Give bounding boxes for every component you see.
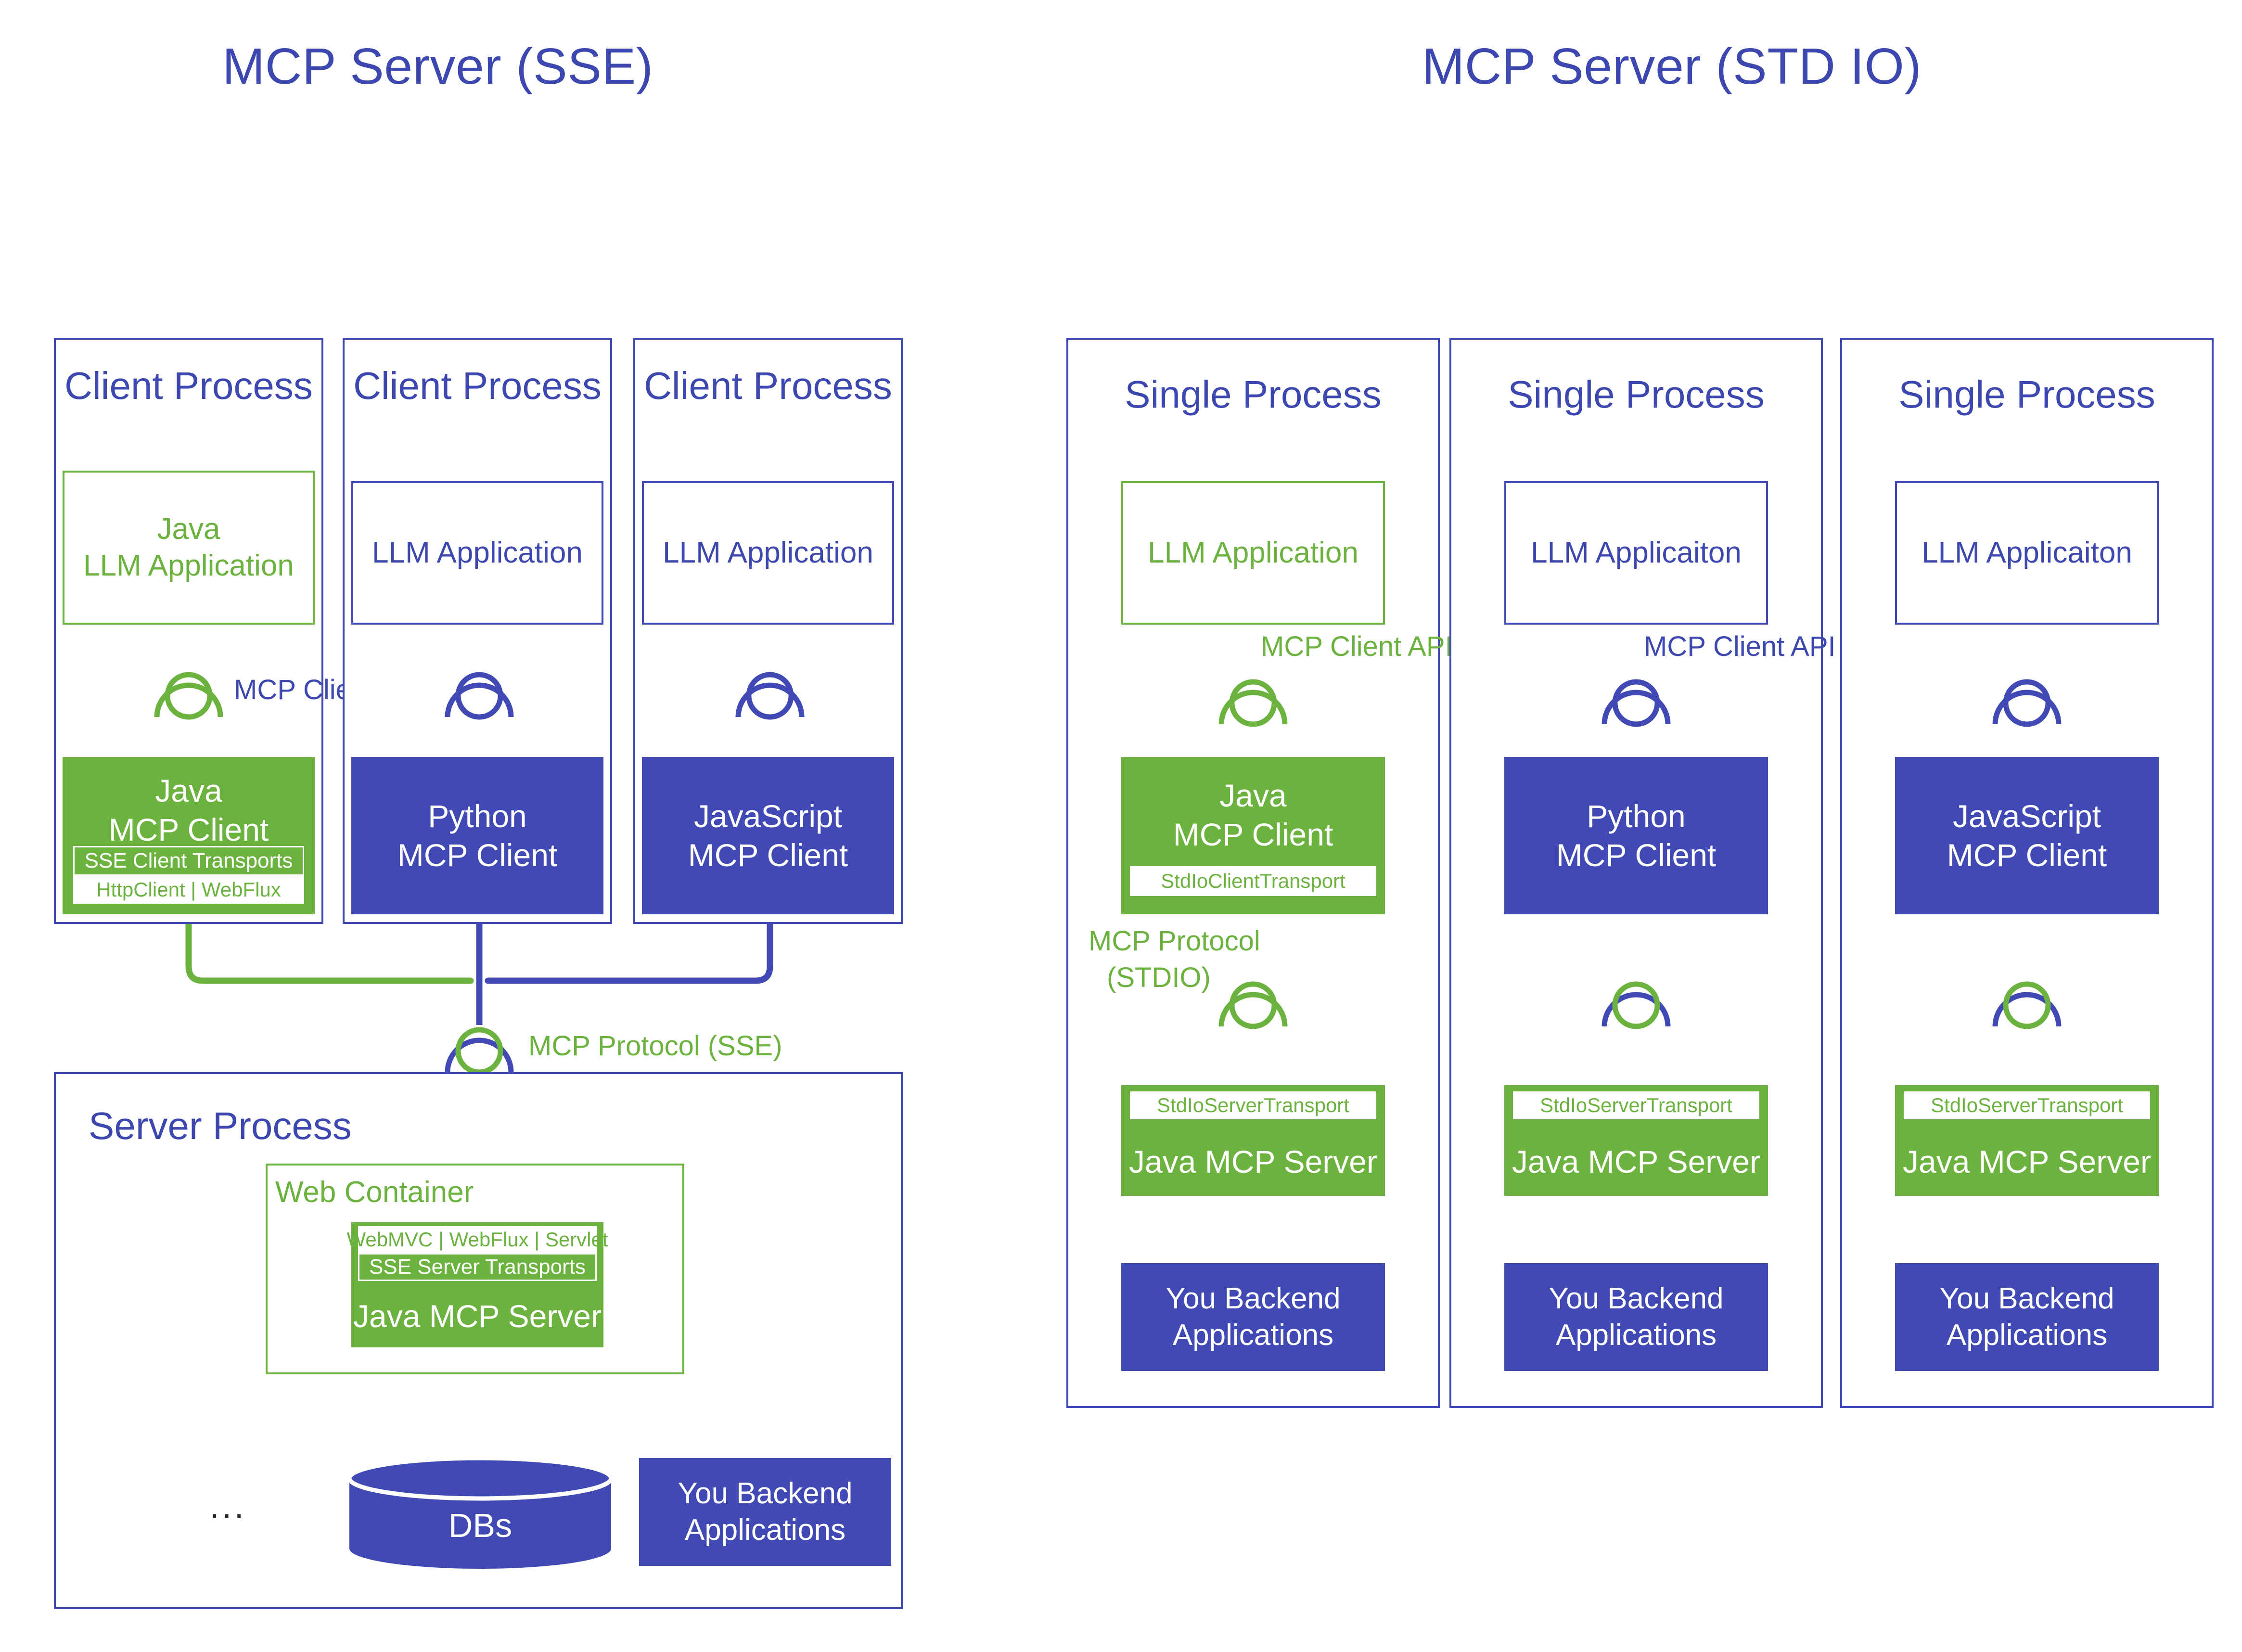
app-line-2: LLM Application: [83, 549, 294, 582]
client-line-1: JavaScript: [1952, 798, 2101, 834]
stdio-you-backend-applications-2[interactable]: You Backend Applications: [1504, 1263, 1768, 1371]
stdio-server-transport-strip[interactable]: StdIoServerTransport: [1904, 1091, 2150, 1119]
stdio-you-backend-applications-3[interactable]: You Backend Applications: [1895, 1263, 2159, 1371]
backend-line-1: You Backend: [1166, 1282, 1341, 1316]
mcp-client-api-connector-icon: [1598, 671, 1675, 733]
sse-javascript-mcp-client[interactable]: JavaScript MCP Client: [642, 757, 894, 914]
sse-llm-application-3[interactable]: LLM Application: [642, 481, 894, 625]
backend-line-2: Applications: [1555, 1319, 1717, 1352]
client-line-2: MCP Client: [397, 837, 558, 873]
sse-python-mcp-client[interactable]: Python MCP Client: [351, 757, 603, 914]
client-line-1: Java: [1219, 778, 1287, 813]
client-line-2: MCP Client: [108, 811, 269, 847]
mcp-protocol-sse-label: MCP Protocol (SSE): [528, 1030, 782, 1062]
mcp-client-api-connector-icon: [1988, 671, 2065, 733]
server-title: Java MCP Server: [1512, 1144, 1760, 1180]
process-label: Client Process: [353, 364, 602, 407]
sse-server-web-stack-strip[interactable]: WebMVC | WebFlux | Servlet: [346, 1226, 608, 1253]
db-label: DBs: [448, 1507, 512, 1544]
strip-text: HttpClient | WebFlux: [96, 878, 281, 901]
panel-title-stdio: MCP Server (STD IO): [1422, 38, 1922, 95]
backend-line-1: You Backend: [1939, 1282, 2114, 1316]
sse-you-backend-applications[interactable]: You Backend Applications: [639, 1458, 891, 1566]
mcp-protocol-stdio-connector-icon: [1988, 973, 2065, 1035]
strip-text: WebMVC | WebFlux | Servlet: [346, 1228, 608, 1251]
backend-line-2: Applications: [684, 1513, 846, 1547]
process-label: Client Process: [644, 364, 892, 407]
backend-line-2: Applications: [1172, 1319, 1334, 1352]
server-process-label: Server Process: [89, 1104, 352, 1147]
server-title: Java MCP Server: [1129, 1144, 1377, 1180]
client-line-1: Python: [428, 798, 527, 834]
mcp-client-api-connector-icon: [150, 664, 227, 726]
backend-line-1: You Backend: [678, 1477, 853, 1511]
stdio-client-transport-strip[interactable]: StdIoClientTransport: [1130, 866, 1376, 896]
stdio-you-backend-applications-1[interactable]: You Backend Applications: [1121, 1263, 1385, 1371]
client-line-2: MCP Client: [688, 837, 848, 873]
strip-text: StdIoServerTransport: [1931, 1094, 2123, 1116]
client-line-2: MCP Client: [1556, 837, 1717, 873]
mcp-client-api-connector-icon: [1215, 671, 1292, 733]
mcp-client-api-label: MCP Client API: [1261, 631, 1453, 662]
mcp-client-api-connector-icon: [731, 664, 808, 726]
app-line-1: LLM Application: [1148, 536, 1358, 570]
stdio-python-mcp-client[interactable]: Python MCP Client: [1504, 757, 1768, 914]
strip-text: StdIoServerTransport: [1157, 1094, 1349, 1116]
app-line-1: Java: [157, 512, 220, 546]
backend-line-1: You Backend: [1549, 1282, 1724, 1316]
database-cylinder-icon[interactable]: DBs: [346, 1456, 615, 1569]
strip-text: SSE Server Transports: [369, 1255, 586, 1279]
sse-llm-application-2[interactable]: LLM Application: [351, 481, 603, 625]
strip-text: StdIoClientTransport: [1161, 870, 1345, 892]
app-line-1: LLM Application: [372, 536, 583, 570]
process-label: Client Process: [64, 364, 313, 407]
mcp-protocol-stdio-label-line1: MCP Protocol: [1089, 925, 1260, 957]
mcp-client-api-label: MCP Client API: [1644, 631, 1836, 662]
process-label: Single Process: [1125, 373, 1382, 416]
stdio-server-transport-strip[interactable]: StdIoServerTransport: [1130, 1091, 1376, 1119]
sse-client-transports-strip[interactable]: SSE Client Transports: [73, 846, 304, 876]
client-line-2: MCP Client: [1173, 816, 1333, 852]
web-container[interactable]: [266, 1164, 684, 1374]
stdio-server-transport-strip[interactable]: StdIoServerTransport: [1513, 1091, 1759, 1119]
stdio-llm-application-2[interactable]: LLM Applicaiton: [1504, 481, 1768, 625]
mcp-protocol-stdio-connector-icon: [1215, 973, 1292, 1035]
sse-llm-application-java[interactable]: Java LLM Application: [63, 471, 315, 625]
client-line-1: Java: [155, 773, 222, 808]
mcp-protocol-sse-connector-icon: [441, 1019, 518, 1081]
mcp-protocol-stdio-connector-icon: [1598, 973, 1675, 1035]
mcp-protocol-stdio-label-line2: (STDIO): [1107, 962, 1211, 993]
sse-client-transport-impls-strip[interactable]: HttpClient | WebFlux: [73, 876, 304, 904]
stdio-javascript-mcp-client[interactable]: JavaScript MCP Client: [1895, 757, 2159, 914]
backend-line-2: Applications: [1946, 1319, 2108, 1352]
stdio-llm-application-3[interactable]: LLM Applicaiton: [1895, 481, 2159, 625]
server-title: Java MCP Server: [1903, 1144, 2151, 1180]
mcp-client-api-connector-icon: [441, 664, 518, 726]
client-line-1: JavaScript: [693, 798, 843, 834]
web-container-label: Web Container: [275, 1176, 474, 1209]
backends-ellipsis: ...: [210, 1487, 247, 1525]
server-title: Java MCP Server: [353, 1298, 602, 1334]
sse-server-transports-strip[interactable]: SSE Server Transports: [358, 1253, 597, 1281]
stdio-llm-application-1[interactable]: LLM Application: [1121, 481, 1385, 625]
strip-text: SSE Client Transports: [84, 849, 293, 872]
app-line-1: LLM Applicaiton: [1531, 536, 1742, 570]
app-line-1: LLM Application: [663, 536, 873, 570]
client-line-2: MCP Client: [1947, 837, 2107, 873]
strip-text: StdIoServerTransport: [1540, 1094, 1732, 1116]
client-line-1: Python: [1587, 798, 1686, 834]
app-line-1: LLM Applicaiton: [1922, 536, 2132, 570]
process-label: Single Process: [1898, 373, 2155, 416]
panel-title-sse: MCP Server (SSE): [222, 38, 653, 95]
process-label: Single Process: [1508, 373, 1765, 416]
